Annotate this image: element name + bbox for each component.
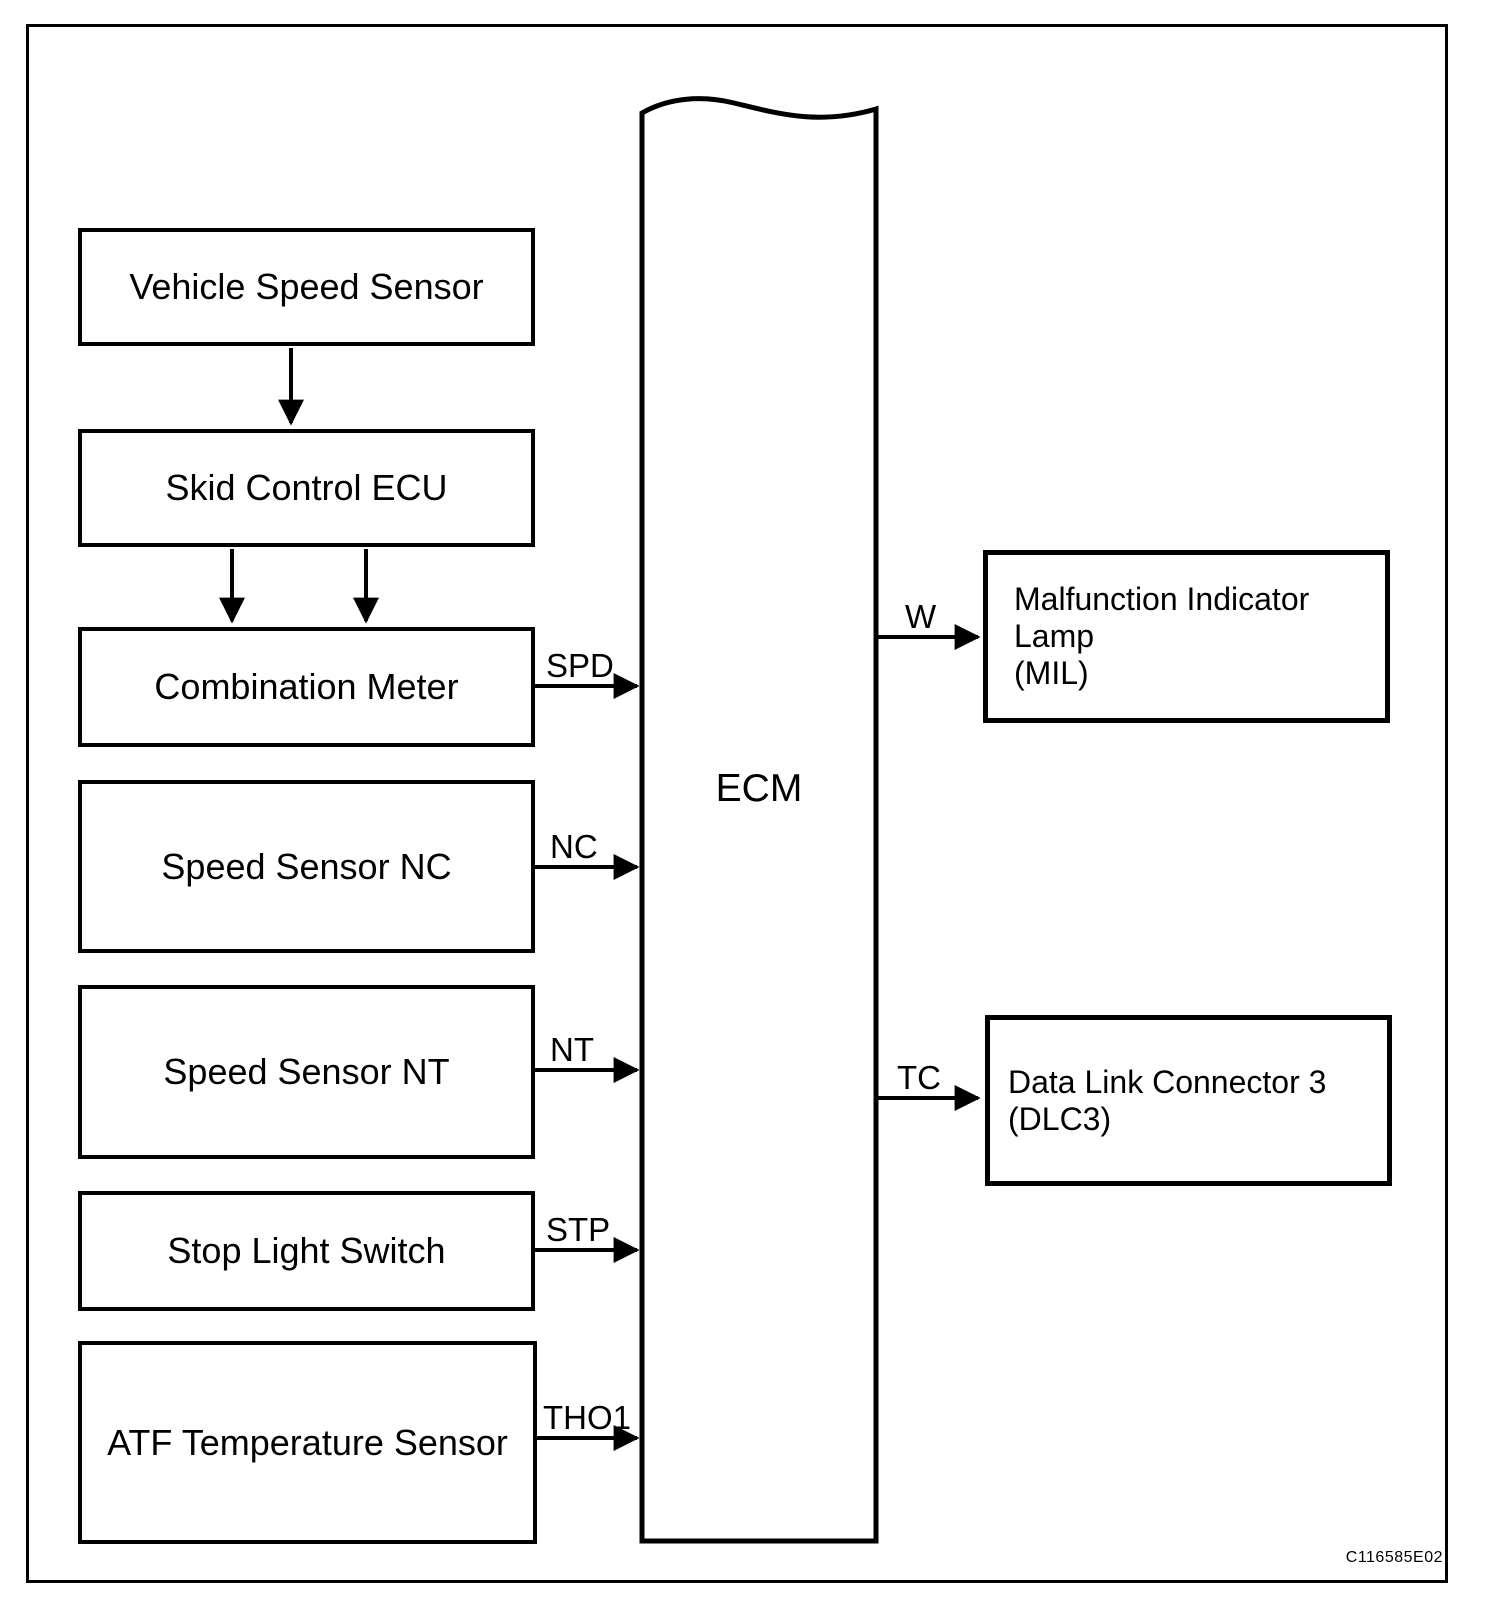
combination-meter-box: Combination Meter xyxy=(78,627,535,747)
atf-temperature-sensor-label: ATF Temperature Sensor xyxy=(107,1421,508,1463)
dlc3-box: Data Link Connector 3 (DLC3) xyxy=(985,1015,1392,1186)
signal-label-w: W xyxy=(905,598,937,635)
ecm-shape xyxy=(639,96,879,1544)
dlc3-label: Data Link Connector 3 (DLC3) xyxy=(1008,1063,1327,1137)
signal-label-nc: NC xyxy=(550,828,598,865)
stop-light-switch-box: Stop Light Switch xyxy=(78,1191,535,1311)
mil-label-line2: (MIL) xyxy=(1014,654,1089,691)
signal-label-stp: STP xyxy=(546,1211,611,1248)
speed-sensor-nt-box: Speed Sensor NT xyxy=(78,985,535,1159)
combination-meter-label: Combination Meter xyxy=(154,666,459,708)
mil-label-line1: Malfunction Indicator Lamp xyxy=(1014,581,1310,655)
speed-sensor-nc-box: Speed Sensor NC xyxy=(78,780,535,953)
signal-label-tho1: THO1 xyxy=(543,1399,632,1436)
outer-frame xyxy=(26,24,1448,1583)
skid-control-ecu-box: Skid Control ECU xyxy=(78,429,535,547)
speed-sensor-nc-label: Speed Sensor NC xyxy=(161,845,452,887)
signal-label-spd: SPD xyxy=(546,647,614,684)
speed-sensor-nt-label: Speed Sensor NT xyxy=(163,1051,450,1093)
signal-label-tc: TC xyxy=(897,1059,941,1096)
mil-label: Malfunction Indicator Lamp (MIL) xyxy=(1014,581,1375,691)
atf-temperature-sensor-box: ATF Temperature Sensor xyxy=(78,1341,537,1544)
stop-light-switch-label: Stop Light Switch xyxy=(167,1230,446,1272)
mil-box: Malfunction Indicator Lamp (MIL) xyxy=(983,550,1390,723)
ecm-label: ECM xyxy=(715,767,803,810)
vehicle-speed-sensor-label: Vehicle Speed Sensor xyxy=(129,266,484,308)
figure-code: C116585E02 xyxy=(1345,1549,1443,1566)
signal-label-nt: NT xyxy=(550,1031,594,1068)
skid-control-ecu-label: Skid Control ECU xyxy=(165,467,448,509)
vehicle-speed-sensor-box: Vehicle Speed Sensor xyxy=(78,228,535,346)
